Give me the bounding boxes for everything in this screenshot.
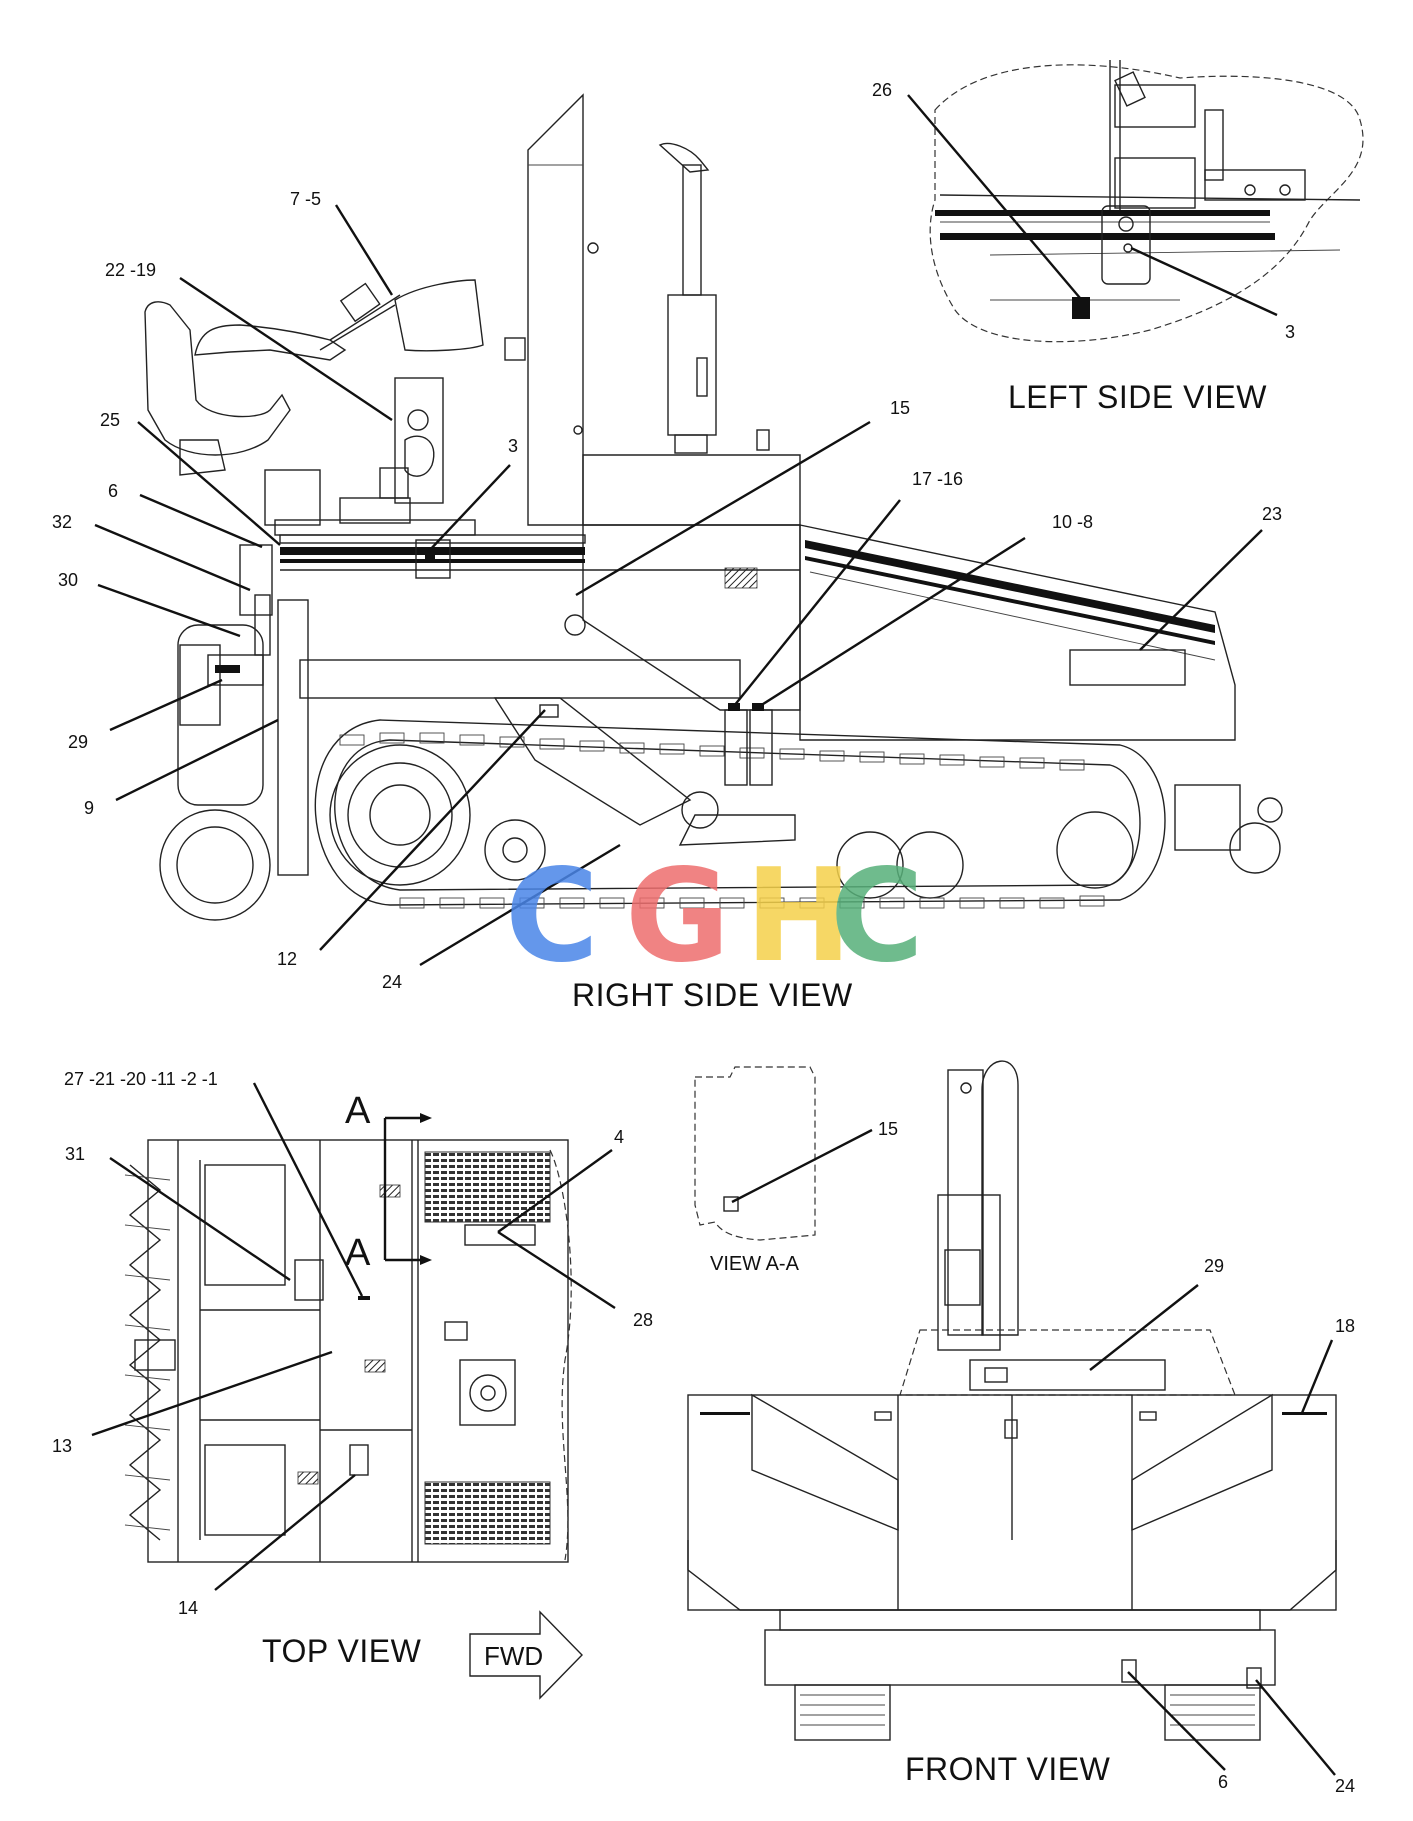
callout-24-right: 24 [382,972,402,992]
callout-30: 30 [58,570,78,590]
callout-17-16: 17 -16 [912,469,963,489]
callout-22-19: 22 -19 [105,260,156,280]
watermark-letter-2: G [625,842,730,991]
callout-13: 13 [52,1436,72,1456]
watermark-letter-1: C [505,842,599,991]
fwd-arrow-icon [469,1610,583,1700]
callout-14: 14 [178,1598,198,1618]
callout-15-section: 15 [878,1119,898,1139]
right-side-view-title: RIGHT SIDE VIEW [572,977,853,1013]
callout-15-right: 15 [890,398,910,418]
view-a-a-title: VIEW A-A [710,1253,800,1275]
section-marker-bottom: A [345,1232,371,1274]
top-view: A A 27 -21 -20 -11 -2 -1 31 4 28 13 14 T… [52,1069,653,1700]
callout-27-21-20-11-2-1: 27 -21 -20 -11 -2 -1 [64,1069,218,1089]
top-view-title: TOP VIEW [262,1633,422,1669]
section-marker-top: A [345,1090,371,1132]
callout-24-front: 24 [1335,1776,1355,1796]
callout-4: 4 [614,1127,624,1147]
section-view-a-a: 15 VIEW A-A [694,1066,898,1275]
callout-31: 31 [65,1144,85,1164]
callout-3-left: 3 [1285,322,1295,342]
left-side-view: 26 3 LEFT SIDE VIEW [872,60,1364,415]
callout-32: 32 [52,512,72,532]
callout-10-8: 10 -8 [1052,512,1093,532]
callout-18: 18 [1335,1316,1355,1336]
callout-29-right: 29 [68,732,88,752]
callout-26: 26 [872,80,892,100]
callout-29-front: 29 [1204,1256,1224,1276]
callout-3-right: 3 [508,436,518,456]
callout-28: 28 [633,1310,653,1330]
front-view-title: FRONT VIEW [905,1751,1111,1787]
callout-6: 6 [108,481,118,501]
callout-25: 25 [100,410,120,430]
right-side-view: 7 -5 22 -19 25 6 32 30 29 9 3 15 17 -16 … [52,93,1283,1013]
callout-12: 12 [277,949,297,969]
callout-6-front: 6 [1218,1772,1228,1792]
callout-23: 23 [1262,504,1282,524]
watermark-letter-3: H [745,842,852,991]
watermark-letter-4: C [830,842,924,991]
front-view: 29 18 6 24 FRONT VIEW [687,1060,1355,1796]
callout-9: 9 [84,798,94,818]
watermark-logo: C G H C [505,842,924,991]
callout-7-5: 7 -5 [290,189,321,209]
fwd-label: FWD [484,1641,543,1671]
left-side-view-title: LEFT SIDE VIEW [1008,379,1267,415]
